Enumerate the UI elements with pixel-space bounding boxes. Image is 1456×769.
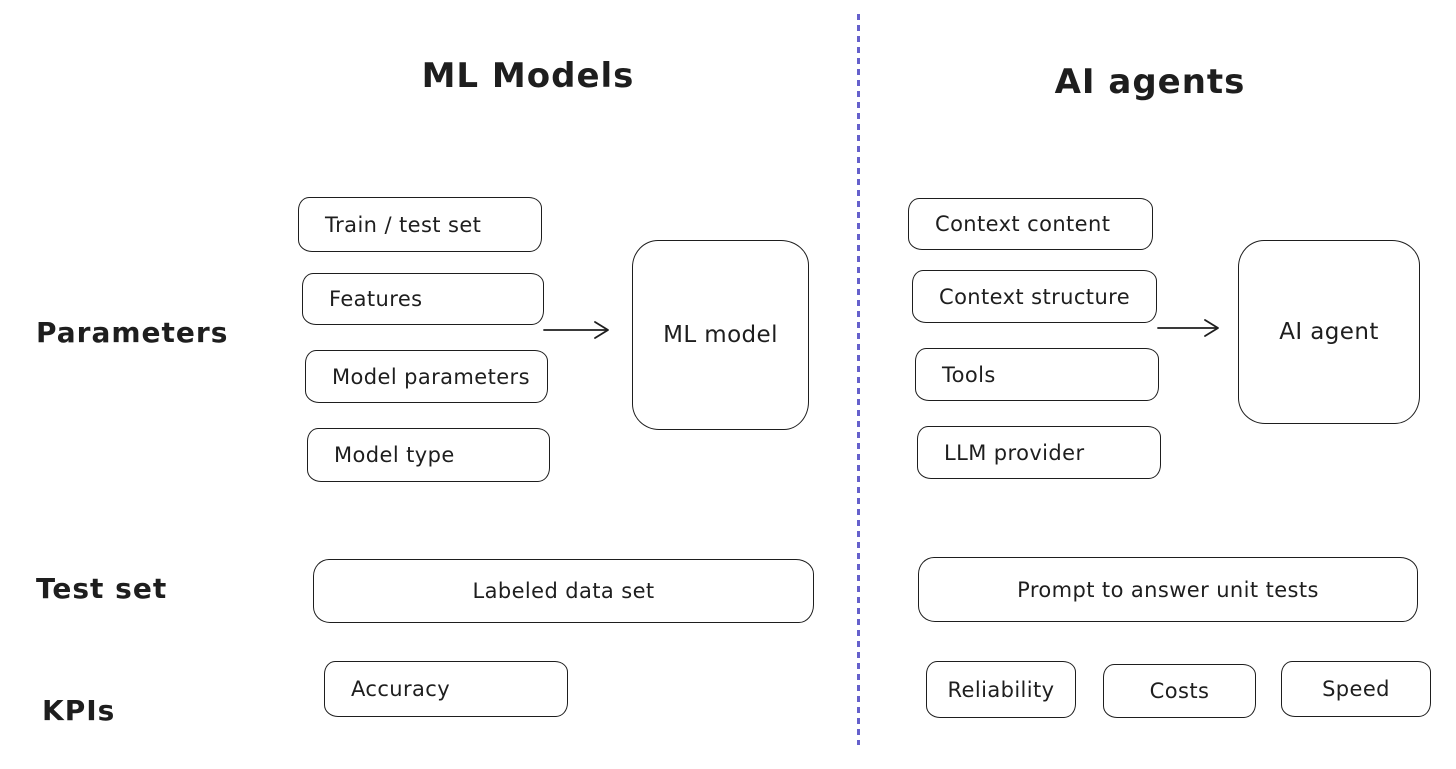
row-label-parameters: Parameters bbox=[36, 316, 229, 349]
prompt-unit-tests-box: Prompt to answer unit tests bbox=[918, 557, 1418, 622]
row-label-test-set: Test set bbox=[36, 572, 168, 605]
ai-agents-title: AI agents bbox=[1054, 62, 1246, 102]
parameter-box-llm-provider: LLM provider bbox=[917, 426, 1161, 479]
parameter-box-context-structure: Context structure bbox=[912, 270, 1157, 323]
kpi-box-speed: Speed bbox=[1281, 661, 1431, 717]
ai-agent-box: AI agent bbox=[1238, 240, 1420, 424]
kpi-box-costs: Costs bbox=[1103, 664, 1256, 718]
parameter-box-context-content: Context content bbox=[908, 198, 1153, 250]
parameter-box-model-type: Model type bbox=[307, 428, 550, 482]
arrow-right-icon bbox=[1157, 319, 1219, 337]
kpi-box-reliability: Reliability bbox=[926, 661, 1076, 718]
parameter-box-model-parameters: Model parameters bbox=[305, 350, 548, 403]
labeled-data-set-box: Labeled data set bbox=[313, 559, 814, 623]
kpi-box-accuracy: Accuracy bbox=[324, 661, 568, 717]
divider-dashed-line bbox=[857, 14, 860, 745]
row-label-kpis: KPIs bbox=[42, 694, 116, 727]
ml-model-box: ML model bbox=[632, 240, 809, 430]
parameter-box-features: Features bbox=[302, 273, 544, 325]
parameter-box-train-test-set: Train / test set bbox=[298, 197, 542, 252]
arrow-right-icon bbox=[543, 321, 609, 339]
ml-models-title: ML Models bbox=[421, 56, 635, 96]
parameter-box-tools: Tools bbox=[915, 348, 1159, 401]
